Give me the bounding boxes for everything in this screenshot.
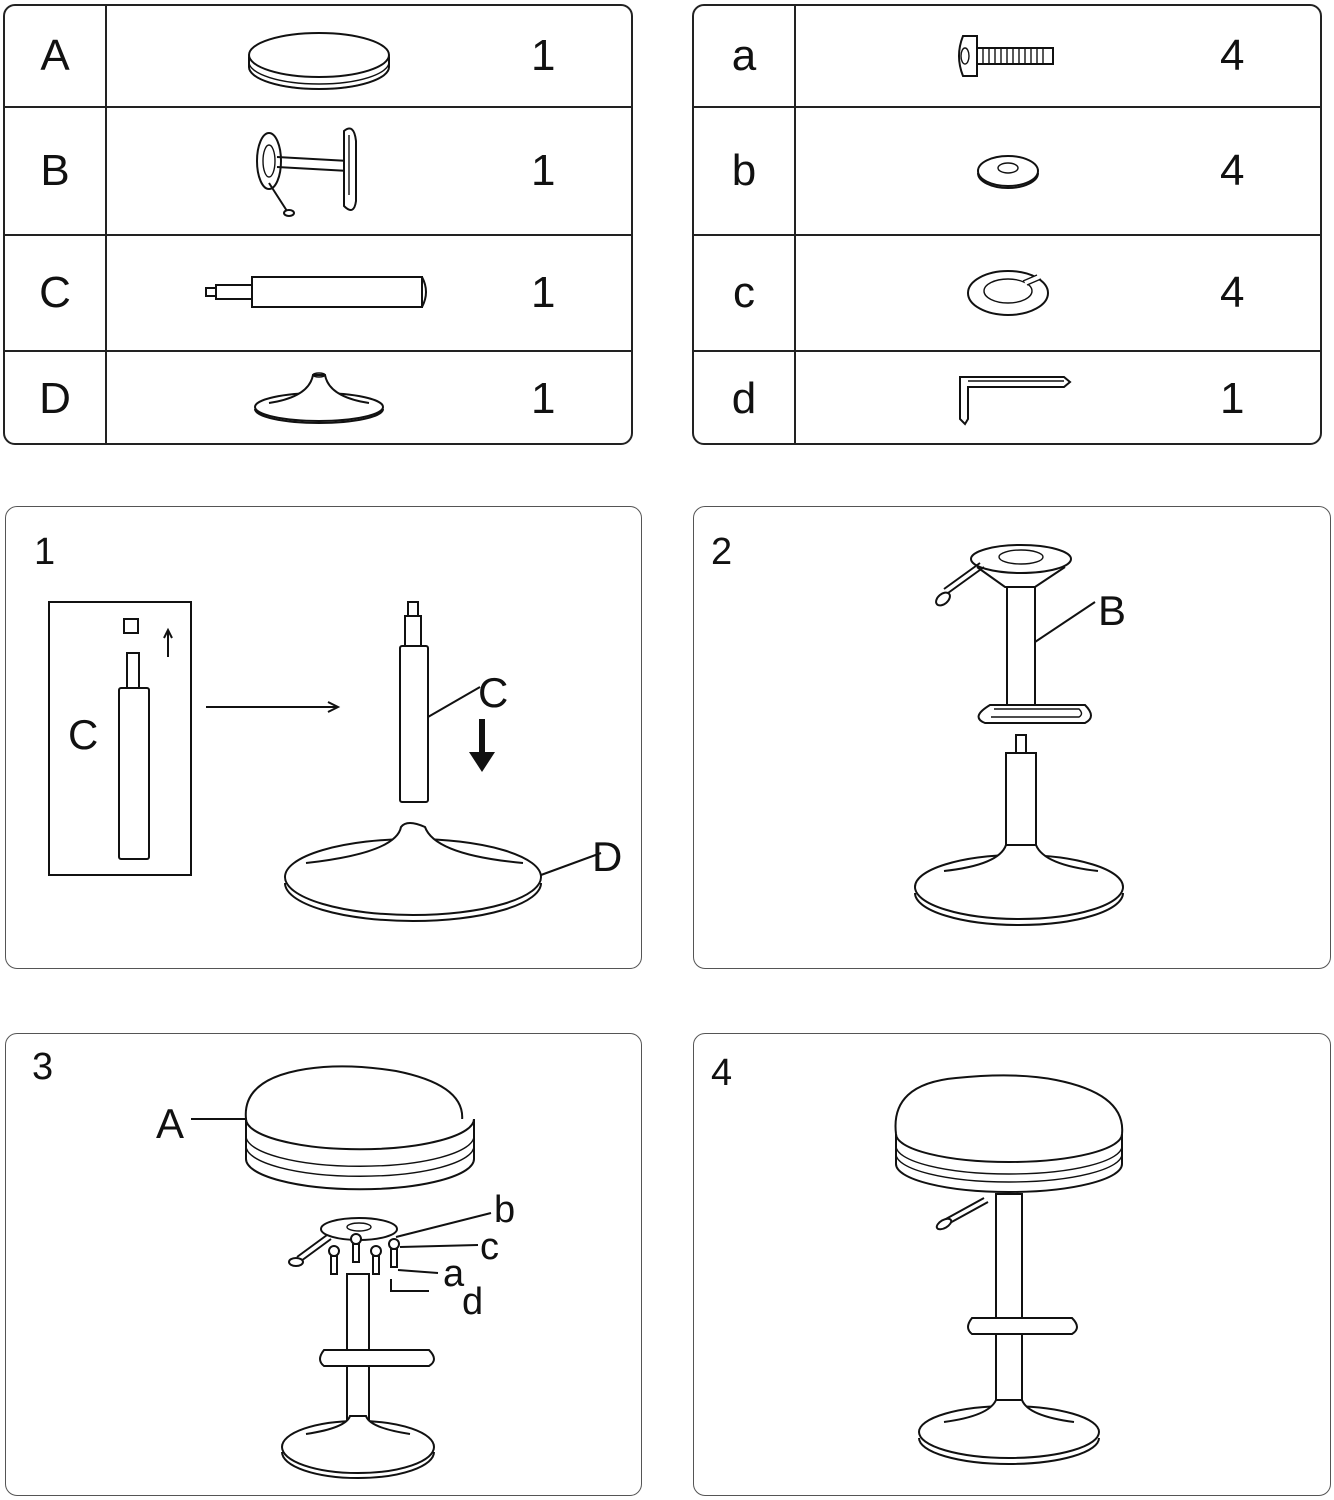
footrest xyxy=(967,1317,1078,1335)
washer-label: b xyxy=(494,1189,515,1231)
footrest xyxy=(977,704,1092,724)
column-b xyxy=(1006,586,1036,710)
part-label: C xyxy=(5,235,107,352)
allen-key-small xyxy=(390,1279,429,1292)
part-qty: 4 xyxy=(1220,6,1320,108)
part-label: a xyxy=(694,6,796,108)
base-label: D xyxy=(592,833,622,880)
step-number: 2 xyxy=(711,531,733,573)
step-number: 4 xyxy=(711,1052,733,1094)
part-label: D xyxy=(5,351,107,443)
step-number: 3 xyxy=(32,1046,54,1088)
part-qty: 4 xyxy=(1220,107,1320,236)
inset-box xyxy=(48,601,192,876)
bolt-label: a xyxy=(443,1253,465,1295)
part-label: A xyxy=(5,6,107,108)
part-label: c xyxy=(694,235,796,352)
key-label: d xyxy=(462,1281,483,1323)
parts-table-right: a 4 b 4 c xyxy=(692,4,1322,445)
spring-washer-icon xyxy=(795,235,1220,352)
part-qty: 4 xyxy=(1220,235,1320,352)
step-1-illustration: C C D xyxy=(48,601,622,922)
cylinder-cap-icon xyxy=(123,618,139,634)
parts-table-left: A 1 B xyxy=(3,4,633,445)
seat-plate-footrest-icon xyxy=(106,107,531,236)
step-2-illustration: B xyxy=(914,544,1126,926)
step-4-panel: 4 xyxy=(693,1033,1331,1496)
step-2-panel: 2 B xyxy=(693,506,1331,969)
spring-washer-label: c xyxy=(480,1226,499,1268)
round-base-icon xyxy=(106,351,531,443)
footrest xyxy=(319,1349,435,1367)
allen-key-icon xyxy=(795,351,1220,443)
cylinder-c xyxy=(399,645,429,803)
step-number: 1 xyxy=(34,531,56,573)
down-arrow-icon xyxy=(469,752,495,772)
part-qty: 1 xyxy=(531,6,631,108)
step-3-panel: 3 A b c a d xyxy=(5,1033,642,1496)
part-qty: 1 xyxy=(531,373,556,423)
step-1-panel: 1 C C D xyxy=(5,506,642,969)
part-label: B xyxy=(5,107,107,236)
part-qty: 1 xyxy=(531,235,631,352)
seat-label: A xyxy=(156,1100,184,1147)
part-qty: 1 xyxy=(531,107,631,236)
part-qty: 1 xyxy=(1220,373,1245,423)
right-arrow-icon xyxy=(206,701,341,713)
bolt-icon xyxy=(795,6,1220,108)
inset-cylinder xyxy=(118,687,150,860)
part-label: d xyxy=(694,351,796,443)
inset-part-label: C xyxy=(68,711,98,758)
gas-lift-cylinder-icon xyxy=(106,235,531,352)
seat-cushion-icon xyxy=(106,6,531,108)
column-label: B xyxy=(1098,587,1126,634)
cylinder-label: C xyxy=(478,669,508,716)
part-label: b xyxy=(694,107,796,236)
step-4-illustration xyxy=(894,1074,1124,1465)
flat-washer-icon xyxy=(795,107,1220,236)
up-arrow-icon xyxy=(163,627,173,657)
assembled-seat xyxy=(894,1074,1124,1135)
seat-a xyxy=(244,1065,464,1122)
step-3-illustration: A b c a d xyxy=(156,1065,515,1479)
